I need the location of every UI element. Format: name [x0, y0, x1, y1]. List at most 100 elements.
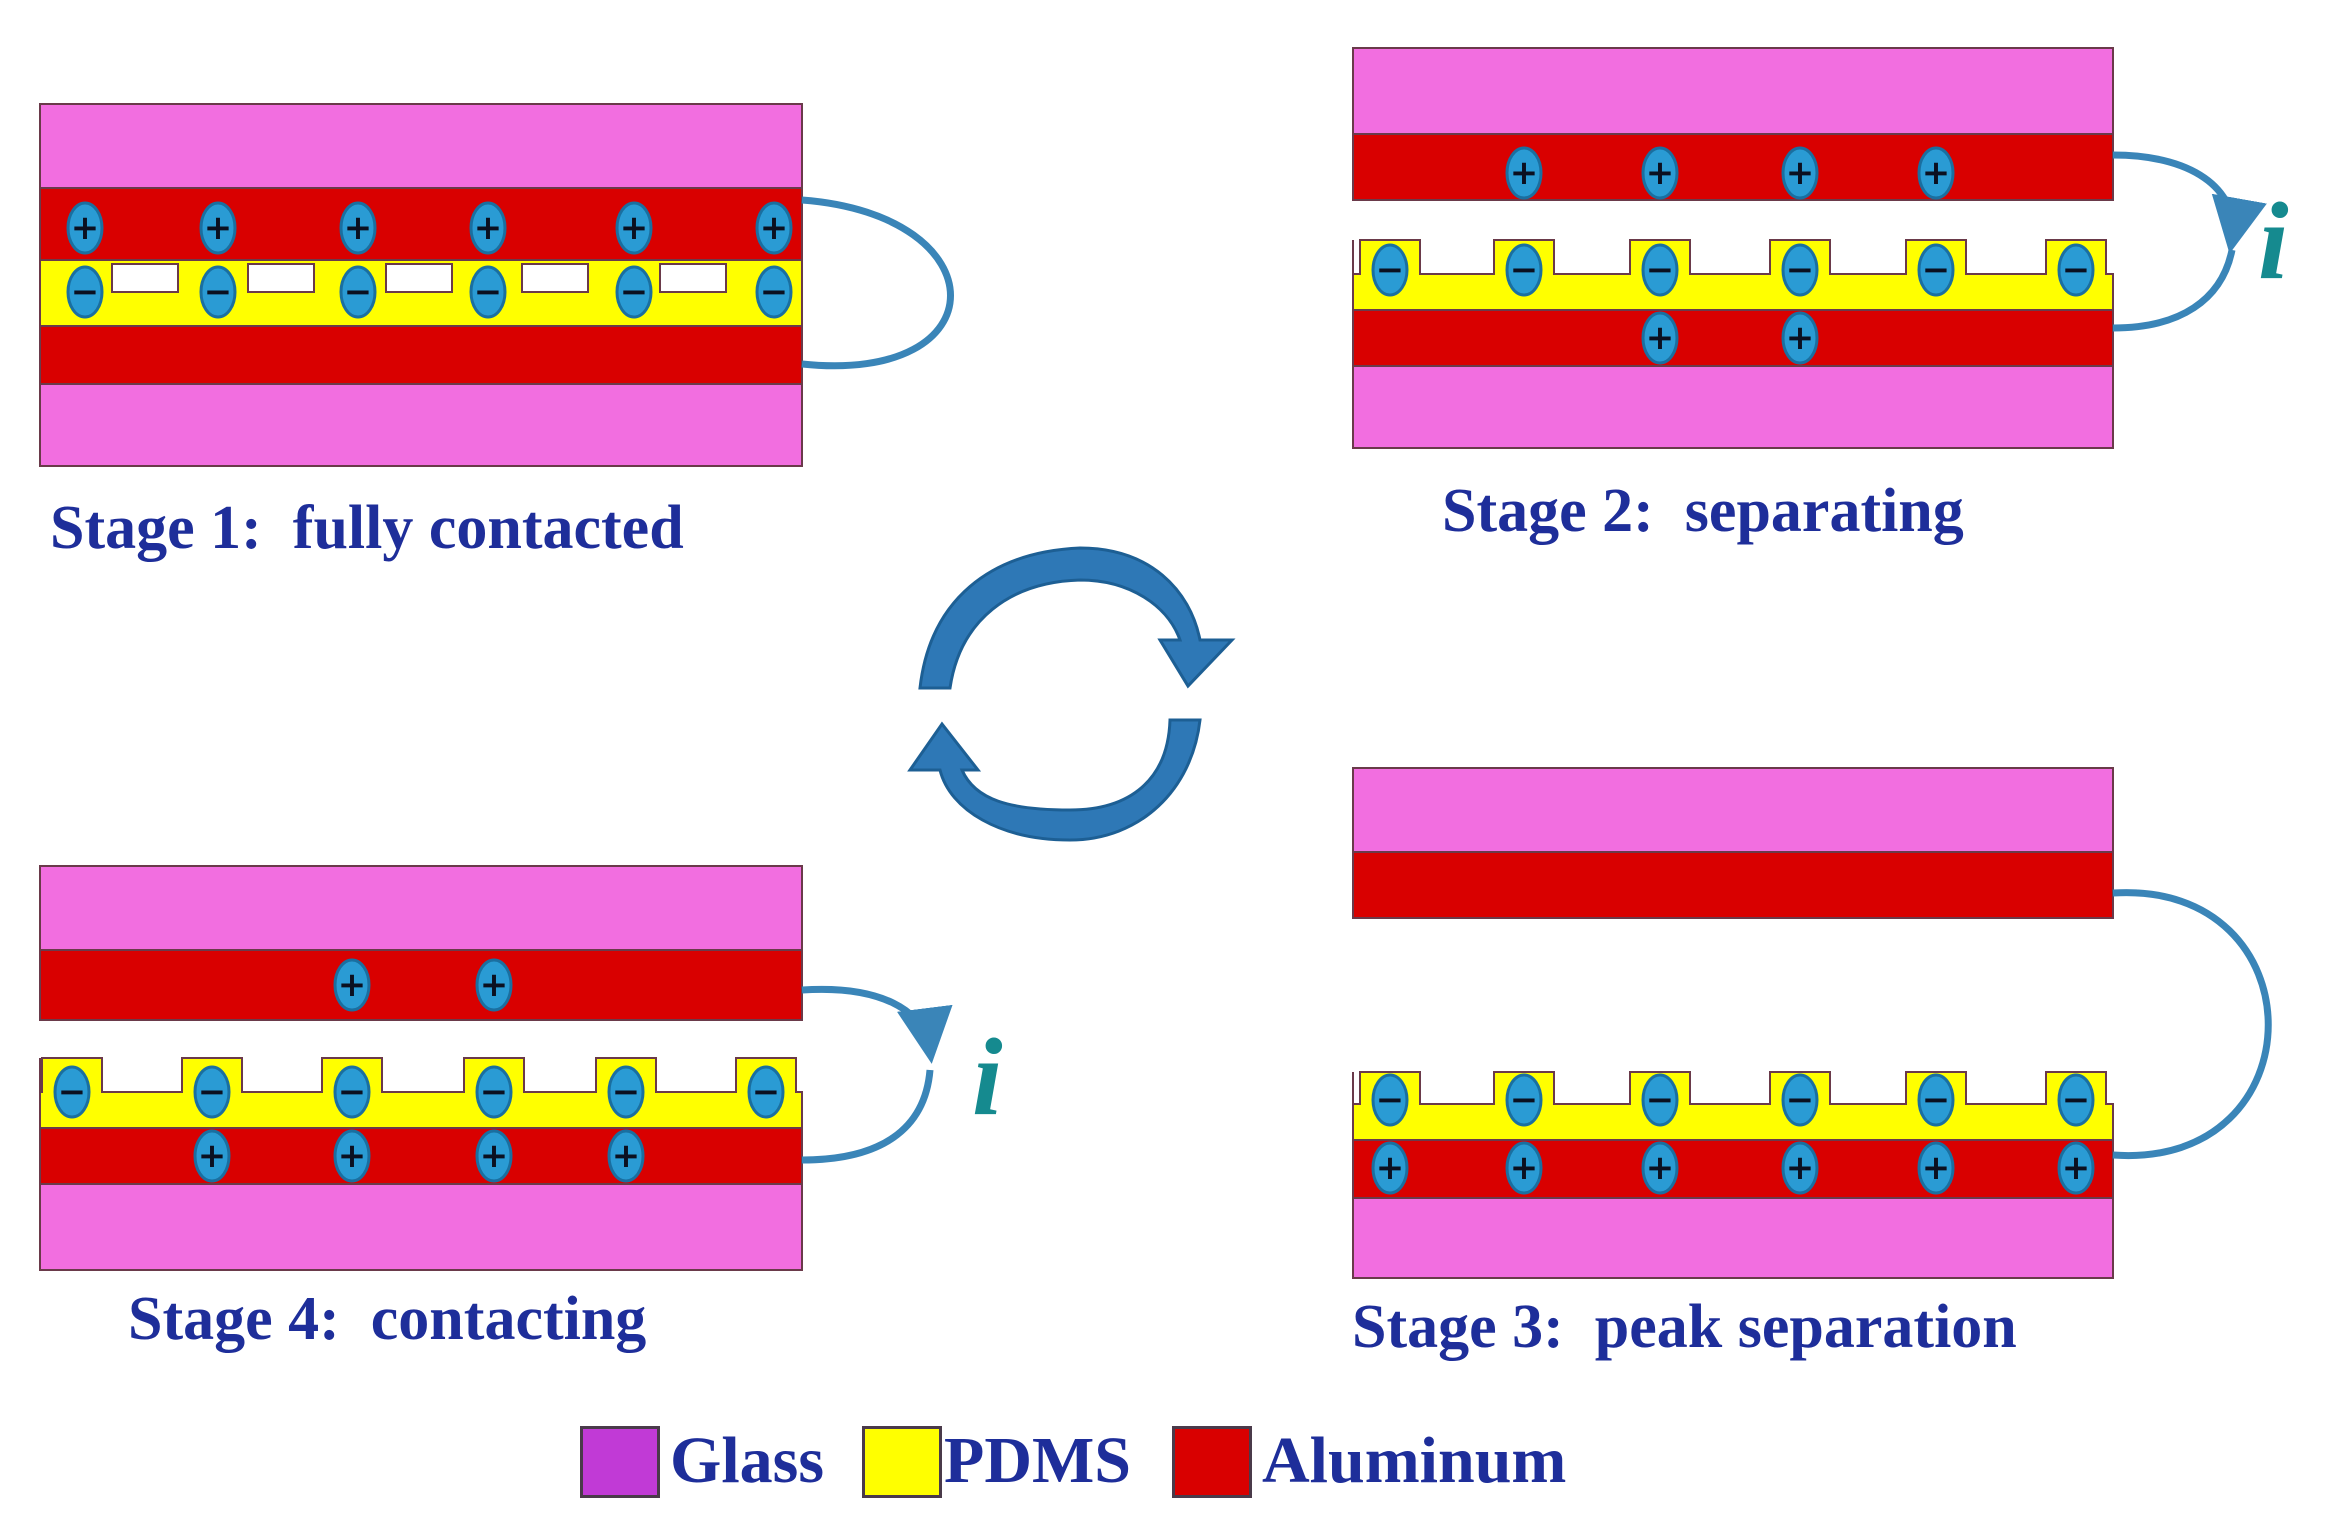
- legend-swatch-glass: [580, 1426, 660, 1498]
- stage-3-negative-charge: −: [1917, 1073, 1955, 1127]
- svg-text:−: −: [760, 272, 789, 312]
- stage-1-bottom-aluminum: [39, 325, 803, 385]
- svg-text:−: −: [1786, 250, 1815, 290]
- svg-text:+: +: [1510, 1148, 1539, 1188]
- stage-4-current-label: i: [972, 1016, 1003, 1138]
- cycle-arrow-bottom: [907, 718, 1202, 842]
- svg-text:−: −: [1646, 1080, 1675, 1120]
- stage-4-negative-charge: −: [475, 1065, 513, 1119]
- svg-text:−: −: [58, 1072, 87, 1112]
- stage-1-gap: [385, 263, 453, 293]
- legend-label-glass: Glass: [670, 1424, 825, 1497]
- stage-4-positive-charge-bottom: +: [475, 1129, 513, 1183]
- stage-1-negative-charge: −: [66, 265, 104, 319]
- svg-text:+: +: [338, 965, 367, 1005]
- stage-1-positive-charge: +: [469, 201, 507, 255]
- svg-text:−: −: [612, 1072, 641, 1112]
- stage-3-positive-charge: +: [1371, 1141, 1409, 1195]
- stage-2-negative-charge: −: [1781, 243, 1819, 297]
- stage-4-pdms: [39, 1057, 803, 1129]
- svg-text:+: +: [204, 208, 233, 248]
- svg-text:+: +: [2062, 1148, 2091, 1188]
- legend-label-aluminum: Aluminum: [1262, 1424, 1567, 1497]
- svg-text:−: −: [1922, 1080, 1951, 1120]
- svg-text:−: −: [204, 272, 233, 312]
- svg-text:+: +: [1786, 153, 1815, 193]
- stage-2-positive-charge: +: [1917, 146, 1955, 200]
- svg-text:−: −: [752, 1072, 781, 1112]
- stage-4-top-aluminum: [39, 949, 803, 1021]
- stage-4-positive-charge: +: [475, 958, 513, 1012]
- stage-3-negative-charge: −: [1781, 1073, 1819, 1127]
- svg-text:+: +: [480, 1136, 509, 1176]
- stage-2-external-circuit: [2112, 249, 2236, 332]
- svg-text:+: +: [1376, 1148, 1405, 1188]
- stage-2-top-glass: [1352, 47, 2114, 135]
- stage-4-negative-charge: −: [53, 1065, 91, 1119]
- svg-text:−: −: [1786, 1080, 1815, 1120]
- stage-1-top-glass: [39, 103, 803, 189]
- stage-4-caption: Stage 4: contacting: [128, 1285, 647, 1353]
- stage-3-bottom-glass: [1352, 1197, 2114, 1279]
- stage-1-gap: [111, 263, 179, 293]
- stage-3-pdms: [1352, 1071, 2114, 1141]
- stage-1-negative-charge: −: [615, 265, 653, 319]
- stage-2-current-arrow: [2112, 151, 2267, 254]
- stage-3-positive-charge: +: [2057, 1141, 2095, 1195]
- stage-2-current-label: i: [2258, 180, 2289, 302]
- svg-text:+: +: [612, 1136, 641, 1176]
- stage-3-external-circuit: [2112, 889, 2272, 1159]
- svg-text:+: +: [760, 208, 789, 248]
- stage-2-negative-charge: −: [1641, 243, 1679, 297]
- stage-4-negative-charge: −: [193, 1065, 231, 1119]
- stage-1-positive-charge: +: [339, 201, 377, 255]
- stage-4-negative-charge: −: [333, 1065, 371, 1119]
- svg-text:+: +: [1786, 1148, 1815, 1188]
- svg-text:−: −: [71, 272, 100, 312]
- stage-1-negative-charge: −: [339, 265, 377, 319]
- stage-2-top-aluminum: [1352, 133, 2114, 201]
- svg-text:−: −: [1376, 250, 1405, 290]
- stage-2-pdms: [1352, 239, 2114, 311]
- legend-swatch-pdms: [862, 1426, 942, 1498]
- stage-3-negative-charge: −: [1641, 1073, 1679, 1127]
- stage-4-positive-charge: +: [333, 958, 371, 1012]
- stage-1-caption: Stage 1: fully contacted: [50, 494, 684, 562]
- stage-3-positive-charge: +: [1917, 1141, 1955, 1195]
- svg-text:−: −: [1510, 250, 1539, 290]
- stage-1-bottom-glass: [39, 383, 803, 467]
- svg-text:+: +: [344, 208, 373, 248]
- stage-2-negative-charge: −: [1371, 243, 1409, 297]
- stage-3-negative-charge: −: [1505, 1073, 1543, 1127]
- stage-1-gap: [247, 263, 315, 293]
- stage-2-caption: Stage 2: separating: [1442, 477, 1964, 545]
- stage-2-positive-charge: +: [1641, 146, 1679, 200]
- stage-1-top-aluminum: [39, 187, 803, 261]
- cycle-arrow-top: [918, 546, 1236, 690]
- stage-1-gap: [659, 263, 727, 293]
- stage-3-negative-charge: −: [1371, 1073, 1409, 1127]
- svg-text:+: +: [1922, 1148, 1951, 1188]
- svg-text:+: +: [1510, 153, 1539, 193]
- stage-1-negative-charge: −: [199, 265, 237, 319]
- stage-3-positive-charge: +: [1505, 1141, 1543, 1195]
- stage-1-external-circuit: [801, 196, 954, 370]
- svg-text:−: −: [1376, 1080, 1405, 1120]
- stage-2-negative-charge: −: [2057, 243, 2095, 297]
- stage-1-positive-charge: +: [615, 201, 653, 255]
- svg-text:+: +: [474, 208, 503, 248]
- stage-3-positive-charge: +: [1781, 1141, 1819, 1195]
- svg-text:−: −: [1646, 250, 1675, 290]
- svg-text:+: +: [338, 1136, 367, 1176]
- legend-swatch-aluminum: [1172, 1426, 1252, 1498]
- stage-1-gap: [521, 263, 589, 293]
- svg-text:+: +: [1786, 318, 1815, 358]
- svg-text:+: +: [1646, 1148, 1675, 1188]
- svg-text:−: −: [474, 272, 503, 312]
- svg-text:−: −: [620, 272, 649, 312]
- stage-1-positive-charge: +: [199, 201, 237, 255]
- stage-4-external-circuit: [801, 1069, 934, 1164]
- svg-text:−: −: [338, 1072, 367, 1112]
- stage-4-bottom-glass: [39, 1183, 803, 1271]
- stage-4-top-glass: [39, 865, 803, 951]
